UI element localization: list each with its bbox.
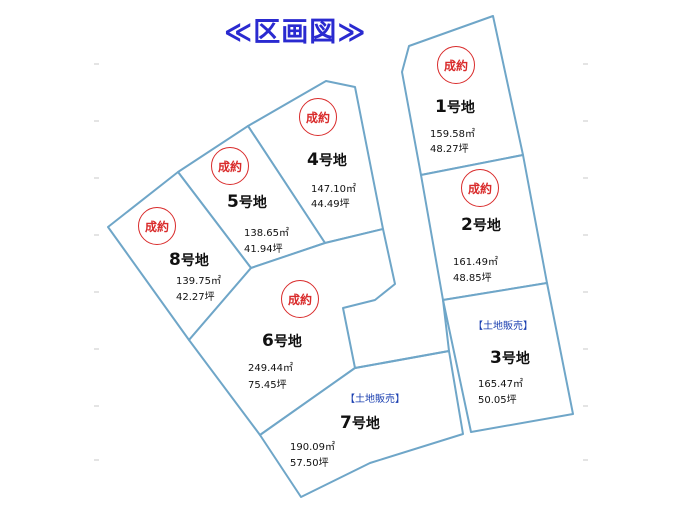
lot-8-area: 139.75㎡ [176, 276, 221, 287]
sold-stamp-1: 成約 [437, 46, 475, 84]
sold-stamp-2: 成約 [461, 169, 499, 207]
page-title: ≪区画図≫ [224, 17, 367, 48]
lot-1-area: 159.58㎡ [430, 129, 475, 140]
lot-7-area: 190.09㎡ [290, 442, 335, 453]
sold-stamp-8: 成約 [138, 207, 176, 245]
lot-4-number: 4号地 [307, 150, 347, 170]
sold-stamp-6: 成約 [281, 280, 319, 318]
lot-2-area: 161.49㎡ [453, 257, 498, 268]
margin-ticks [94, 63, 588, 461]
lot-8-tsubo: 42.27坪 [176, 292, 215, 303]
lot-8-number: 8号地 [169, 250, 209, 270]
lot-7-tsubo: 57.50坪 [290, 458, 329, 469]
sold-stamp-5: 成約 [211, 147, 249, 185]
for-sale-label-3: 【土地販売】 [473, 321, 533, 332]
lot-4-tsubo: 44.49坪 [311, 199, 350, 210]
lot-6-area: 249.44㎡ [248, 363, 293, 374]
lot-5-number: 5号地 [227, 192, 267, 212]
lot-3-area: 165.47㎡ [478, 379, 523, 390]
sold-stamp-4: 成約 [299, 98, 337, 136]
lot-3-number: 3号地 [490, 348, 530, 368]
lot-1-number: 1号地 [435, 97, 475, 117]
lot-4-area: 147.10㎡ [311, 184, 356, 195]
lot-6-number: 6号地 [262, 331, 302, 351]
for-sale-label-7: 【土地販売】 [345, 394, 405, 405]
lot-3-tsubo: 50.05坪 [478, 395, 517, 406]
lot-6-tsubo: 75.45坪 [248, 380, 287, 391]
lot-1-tsubo: 48.27坪 [430, 144, 469, 155]
lot-5-area: 138.65㎡ [244, 228, 289, 239]
road-boundary [354, 299, 450, 369]
lot-2-tsubo: 48.85坪 [453, 273, 492, 284]
lot-7-number: 7号地 [340, 413, 380, 433]
lot-5-tsubo: 41.94坪 [244, 244, 283, 255]
lot-2-number: 2号地 [461, 215, 501, 235]
lot-3-parcel [442, 282, 574, 433]
